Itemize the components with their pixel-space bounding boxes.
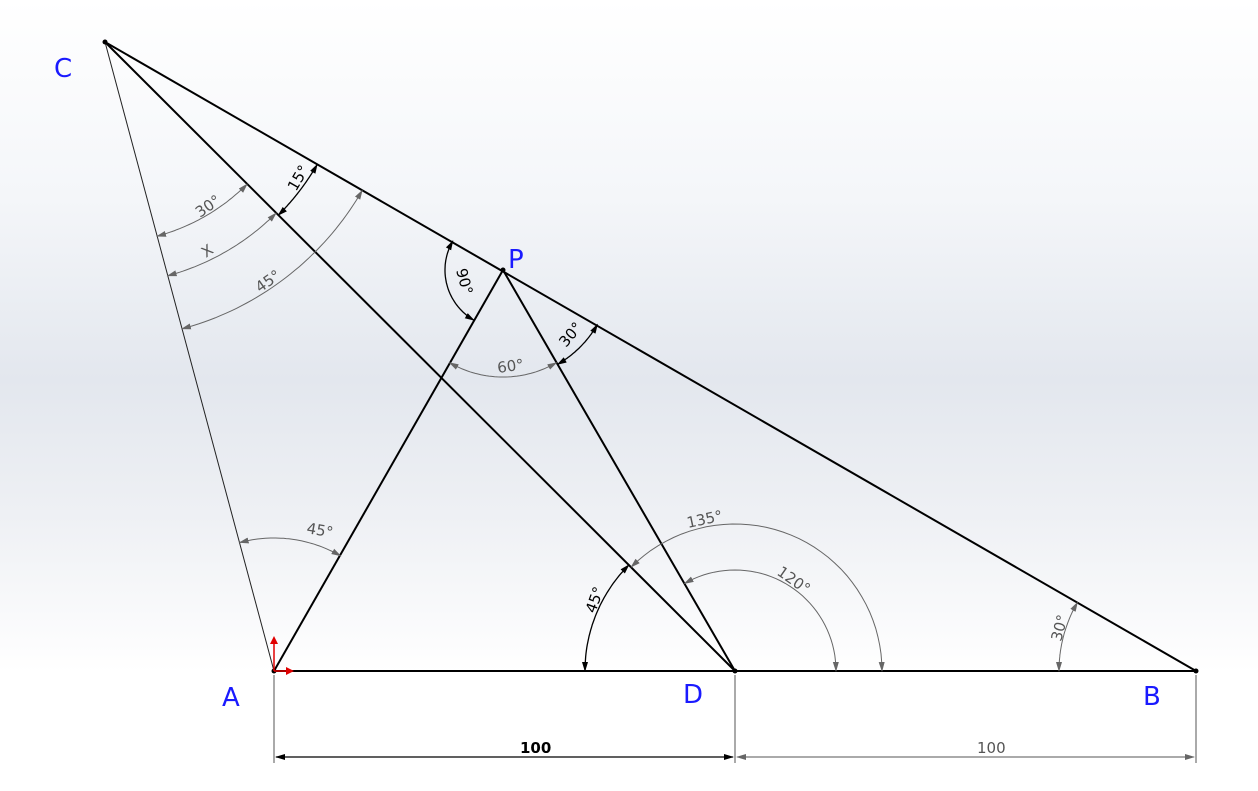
angle-label-d-135: 135°	[685, 507, 724, 532]
arc-c-45[interactable]	[180, 189, 363, 330]
origin-icon	[270, 636, 294, 675]
point-label-b: B	[1143, 682, 1161, 712]
point-label-p: P	[508, 245, 524, 275]
arc-p-60[interactable]	[448, 362, 558, 378]
line-cb[interactable]	[104, 41, 1197, 672]
arc-d-135[interactable]	[630, 523, 885, 672]
angle-label-d-120: 120°	[774, 563, 814, 598]
arc-p-90[interactable]	[444, 240, 475, 321]
line-pd[interactable]	[502, 269, 736, 672]
line-ap[interactable]	[273, 269, 504, 672]
angle-label-a-45: 45°	[305, 519, 334, 541]
arc-a-45[interactable]	[238, 537, 342, 557]
angle-label-c-45: 45°	[252, 266, 284, 296]
angle-label-p-90: 90°	[452, 266, 476, 296]
angle-label-b-30: 30°	[1047, 613, 1071, 643]
vertex-d[interactable]	[732, 668, 738, 674]
vertex-b[interactable]	[1193, 668, 1199, 674]
angle-label-c-30: 30°	[192, 191, 224, 221]
arc-d-45[interactable]	[582, 564, 630, 672]
line-ca[interactable]	[104, 41, 275, 672]
point-label-c: C	[54, 54, 72, 84]
dimension-ad-value[interactable]: 100	[520, 739, 551, 757]
vertex-c[interactable]	[102, 39, 108, 45]
arc-b-30[interactable]	[1056, 601, 1078, 672]
arc-d-120[interactable]	[683, 569, 839, 672]
dimension-ad[interactable]: 100	[273, 675, 736, 763]
angle-label-d-45: 45°	[582, 584, 608, 615]
angle-label-c-15: 15°	[284, 162, 313, 194]
dimension-db[interactable]: 100	[736, 675, 1197, 763]
arc-p-30[interactable]	[556, 323, 598, 365]
angle-label-p-60: 60°	[496, 355, 525, 377]
point-label-d: D	[683, 680, 703, 710]
dimension-db-value[interactable]: 100	[977, 739, 1006, 757]
arc-c-x[interactable]	[166, 212, 277, 277]
vertex-p[interactable]	[500, 267, 506, 273]
point-label-a: A	[222, 683, 240, 713]
line-cd[interactable]	[104, 41, 736, 672]
